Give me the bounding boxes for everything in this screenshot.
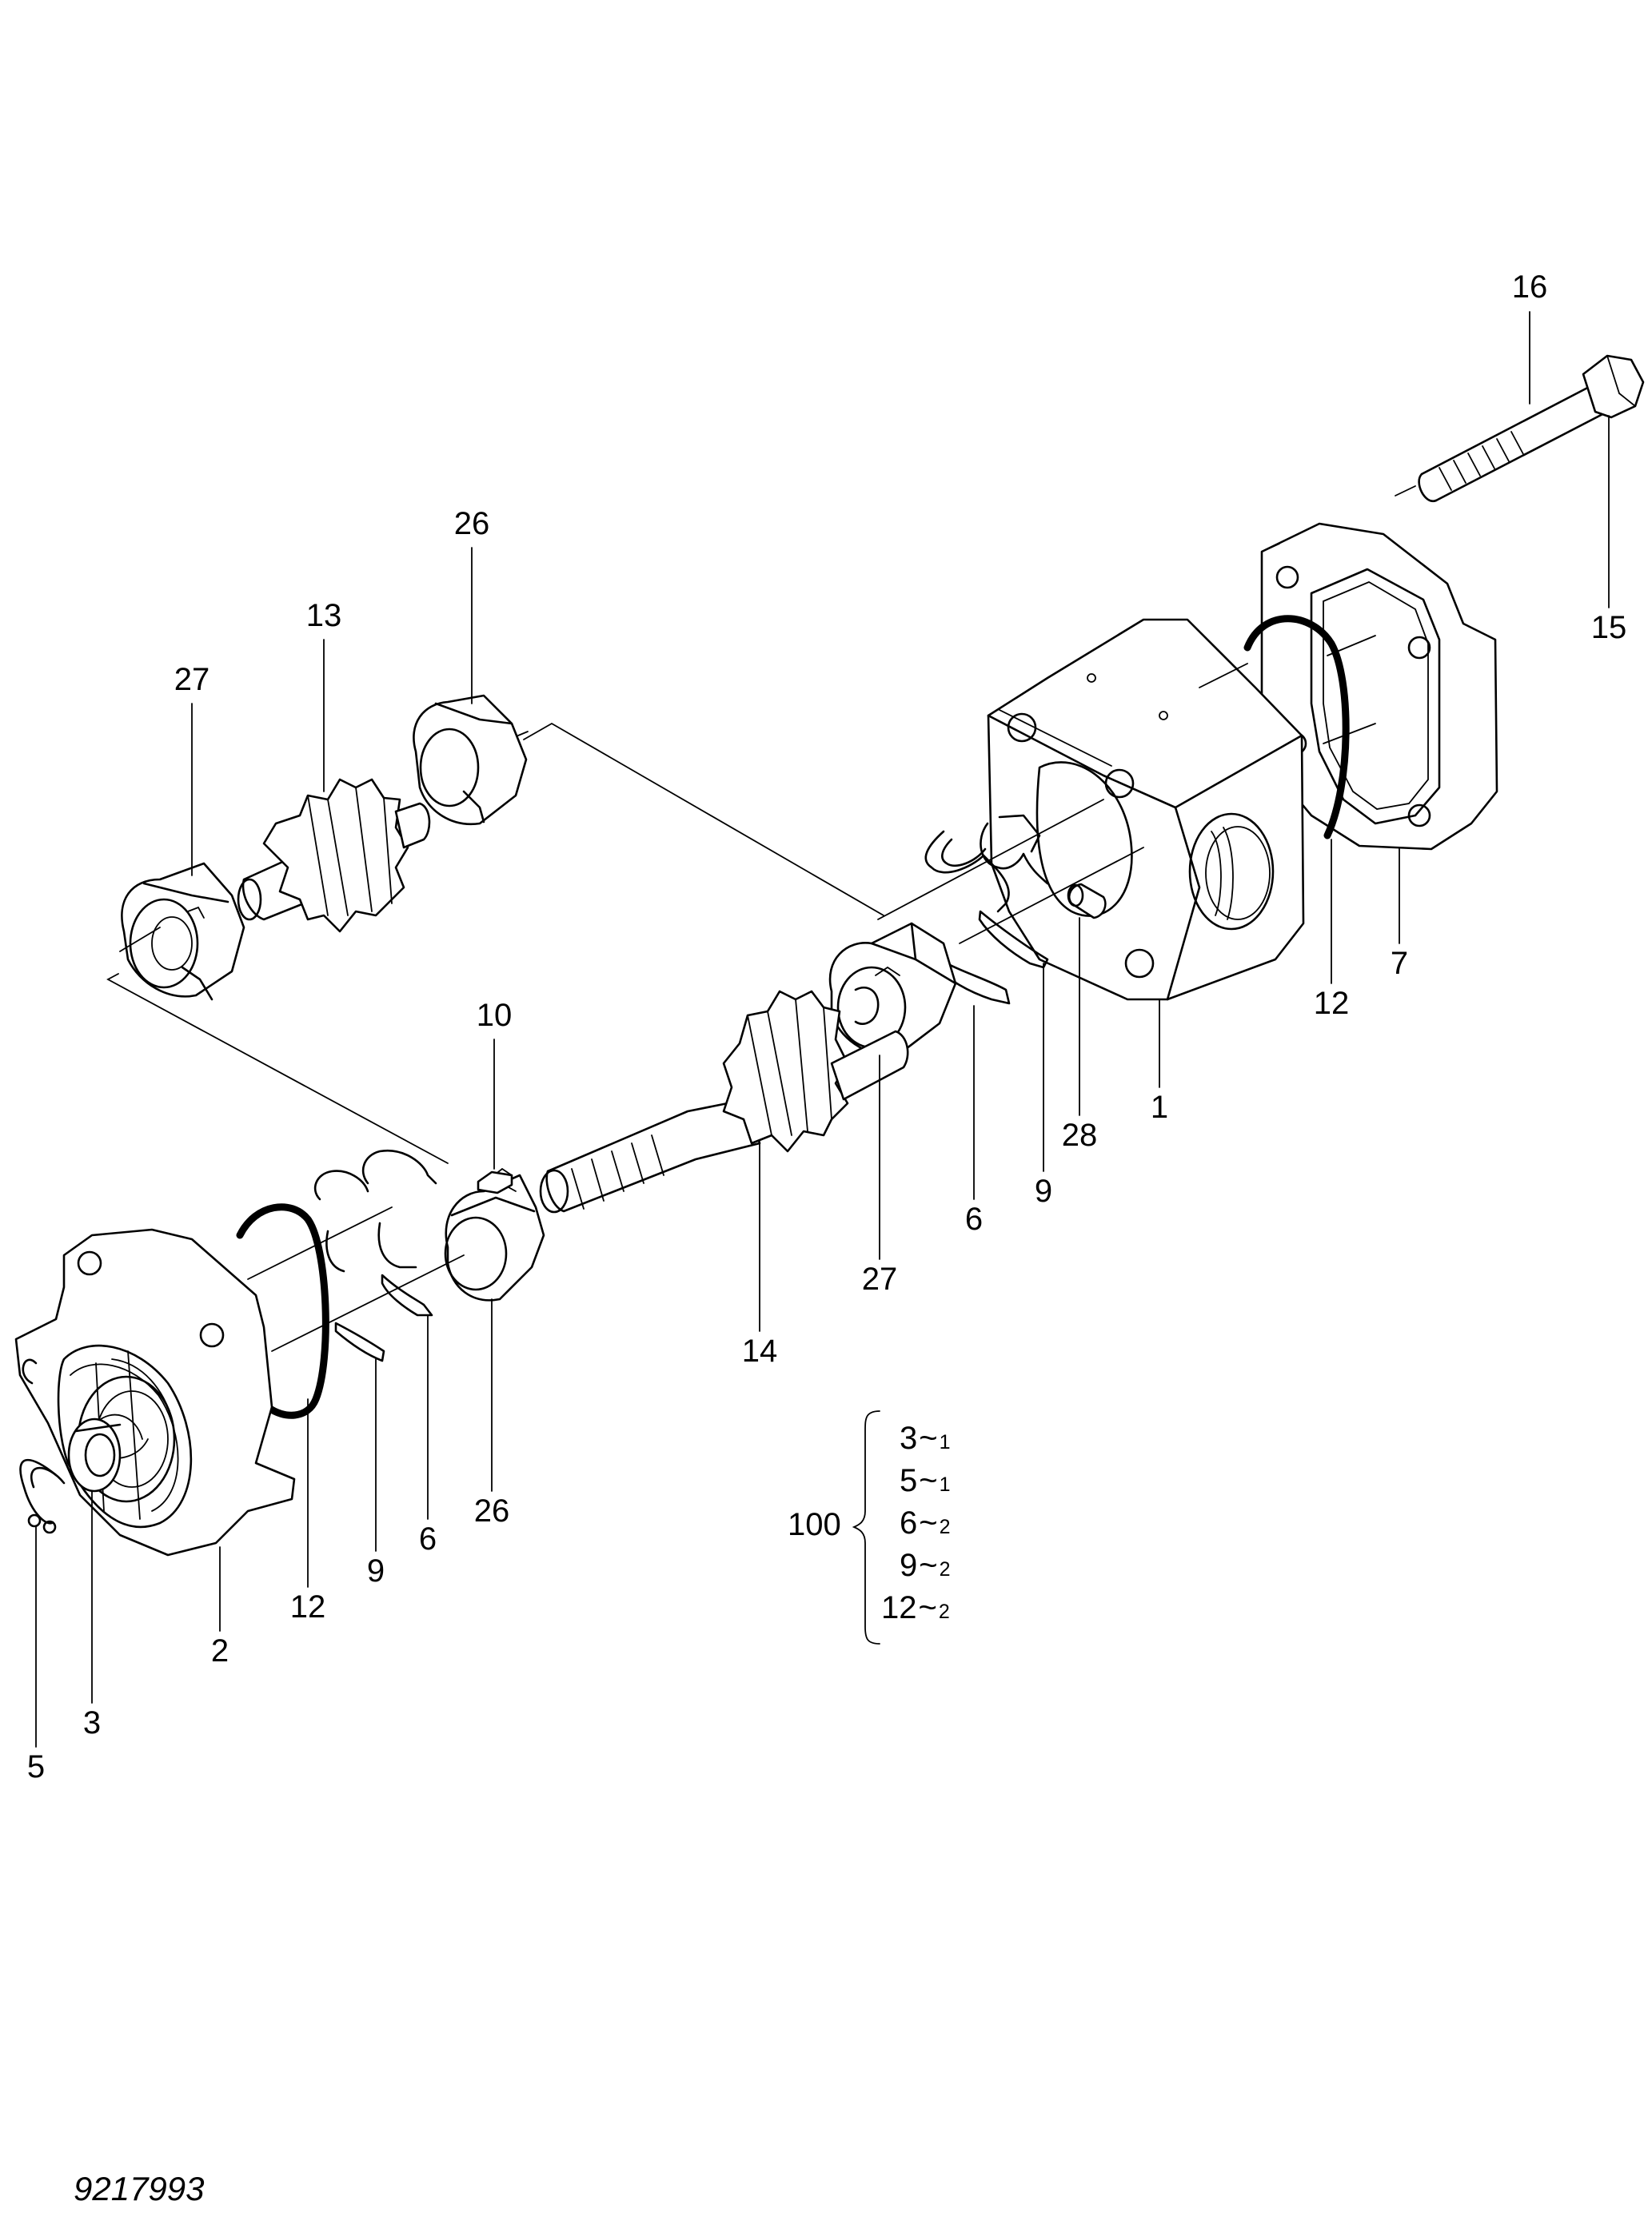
callout-10: 10	[477, 998, 513, 1033]
kit-number: 100	[788, 1507, 841, 1542]
leader-lines	[35, 311, 1610, 1748]
callout-9-left: 9	[367, 1553, 385, 1589]
callout-1: 1	[1151, 1090, 1168, 1125]
snap-ring-part-5	[19, 1458, 66, 1534]
kit-brace	[852, 1410, 880, 1645]
kit-part: 6	[900, 1505, 917, 1541]
kit-sep: ~	[919, 1548, 937, 1583]
pump-body-part-1	[987, 618, 1305, 1001]
oil-seal-part-3	[67, 1418, 122, 1493]
bushing-part-27-right	[828, 922, 957, 1056]
kit-row-1: 3~1	[900, 1421, 951, 1456]
callout-26-top: 26	[454, 506, 490, 541]
kit-part: 9	[900, 1548, 917, 1583]
callout-7: 7	[1391, 946, 1408, 981]
bolt-part-16	[1395, 354, 1645, 503]
callout-6-left: 6	[419, 1521, 437, 1557]
callout-26-bottom: 26	[474, 1493, 510, 1529]
dowel-pin-part-28	[1067, 883, 1107, 919]
kit-qty: 1	[940, 1473, 951, 1496]
kit-sep: ~	[919, 1421, 937, 1456]
driven-gear-part-13	[237, 778, 431, 933]
front-cover-part-2	[14, 1228, 296, 1557]
callout-27-bottom: 27	[862, 1262, 898, 1297]
seal-part-9-left	[313, 1170, 385, 1362]
kit-row-5: 12~2	[881, 1590, 950, 1625]
kit-sep: ~	[919, 1505, 937, 1541]
callout-3: 3	[83, 1705, 101, 1741]
callout-9-right: 9	[1035, 1174, 1052, 1209]
callout-14: 14	[742, 1334, 778, 1369]
kit-sep: ~	[919, 1590, 937, 1625]
bushing-part-27-upper	[121, 862, 245, 1001]
callout-27-top: 27	[174, 662, 210, 697]
callout-28: 28	[1062, 1118, 1098, 1153]
callout-12-left: 12	[290, 1589, 326, 1625]
kit-row-2: 5~1	[900, 1463, 951, 1498]
drive-gear-shaft-part-14	[539, 990, 909, 1214]
bushing-part-26-upper	[413, 694, 529, 826]
kit-qty: 2	[940, 1516, 951, 1538]
o-ring-part-12-left	[236, 1203, 329, 1419]
bushing-part-26-lower	[444, 1167, 545, 1302]
kit-row-4: 9~2	[900, 1548, 951, 1583]
callout-2: 2	[211, 1633, 229, 1669]
kit-qty: 1	[940, 1431, 951, 1453]
callout-12-right: 12	[1314, 986, 1350, 1021]
alignment-lines	[106, 635, 1376, 1352]
kit-part: 3	[900, 1421, 917, 1456]
kit-row-3: 6~2	[900, 1505, 951, 1541]
o-ring-part-12-right	[1243, 615, 1350, 839]
callout-16: 16	[1512, 269, 1548, 305]
callout-5: 5	[27, 1749, 45, 1784]
figure-number: 9217993	[74, 2170, 205, 2207]
callout-numbers: 16 15 26 13 27 12 7 10 1 28 9 6 27 14 26…	[27, 269, 1626, 1784]
kit-part: 12	[881, 1590, 917, 1625]
kit-qty: 2	[940, 1558, 951, 1581]
callout-13: 13	[306, 598, 342, 633]
kit-part: 5	[900, 1463, 917, 1498]
kit-qty: 2	[939, 1601, 950, 1623]
backup-ring-part-6-left	[361, 1149, 437, 1317]
kit-table: 100 3~1 5~1 6~2 9~2 12~2	[788, 1410, 951, 1645]
kit-sep: ~	[919, 1463, 937, 1498]
callout-6-right: 6	[965, 1202, 983, 1237]
callout-15: 15	[1591, 610, 1627, 645]
key-part-10	[477, 1170, 513, 1194]
